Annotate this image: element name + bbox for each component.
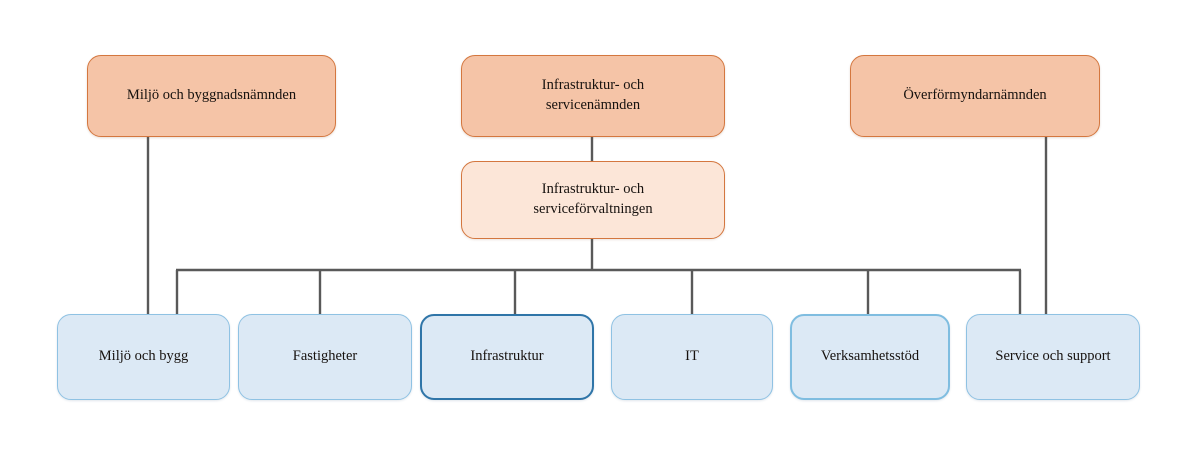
node-infrastruktur-och-servicenamnden[interactable]: Infrastruktur- och servicenämnden <box>461 55 725 137</box>
node-label: Fastigheter <box>292 348 358 365</box>
node-it[interactable]: IT <box>611 314 773 400</box>
node-label: Miljö och byggnadsnämnden <box>126 87 297 104</box>
node-miljo-och-bygg[interactable]: Miljö och bygg <box>57 314 230 400</box>
node-label: Överförmyndarnämnden <box>903 87 1047 104</box>
node-fastigheter[interactable]: Fastigheter <box>238 314 412 400</box>
node-label: Infrastruktur- och servicenämnden <box>541 77 645 113</box>
node-verksamhetsstod[interactable]: Verksamhetsstöd <box>790 314 950 400</box>
node-label: Service och support <box>995 348 1111 365</box>
node-miljo-och-byggnadsnamnden[interactable]: Miljö och byggnadsnämnden <box>87 55 336 137</box>
node-label: Verksamhetsstöd <box>820 348 920 365</box>
node-infrastruktur-och-serviceforvaltningen[interactable]: Infrastruktur- och serviceförvaltningen <box>461 161 725 239</box>
node-infrastruktur[interactable]: Infrastruktur <box>420 314 594 400</box>
node-label: Miljö och bygg <box>98 348 189 365</box>
node-label: IT <box>685 348 699 365</box>
node-label: Infrastruktur <box>470 348 544 365</box>
node-service-och-support[interactable]: Service och support <box>966 314 1140 400</box>
node-overformyndarnamnden[interactable]: Överförmyndarnämnden <box>850 55 1100 137</box>
node-label: Infrastruktur- och serviceförvaltningen <box>533 181 653 217</box>
